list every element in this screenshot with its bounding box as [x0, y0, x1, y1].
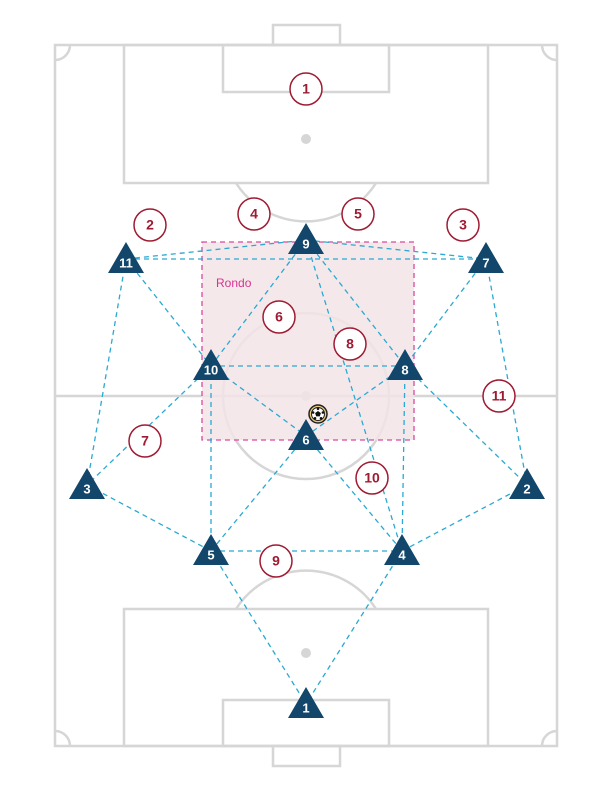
- defender-number: 7: [141, 433, 149, 449]
- attacker-number: 9: [302, 236, 309, 251]
- attackers: 1 2 3 4 5 6 7 8 9 10 11: [69, 223, 545, 718]
- bottom-penalty-spot: [301, 648, 311, 658]
- bottom-penalty-area: [122, 607, 490, 748]
- attacker-number: 10: [204, 362, 218, 377]
- attacker-triangle: [288, 687, 324, 718]
- defender-circle: [259, 544, 293, 578]
- defenders: 1 2 3 4 5 6 7 8 9 10 11: [128, 72, 516, 578]
- soccer-ball-icon[interactable]: [308, 404, 328, 424]
- attacker-triangle: [193, 349, 229, 380]
- attacker-triangle: [384, 534, 420, 565]
- pass-line: [485, 258, 528, 486]
- attacker-marker[interactable]: 1: [288, 687, 324, 718]
- attacker-marker[interactable]: 5: [193, 534, 229, 565]
- defender-number: 8: [346, 336, 354, 352]
- corner-arc-bottom-left: [54, 729, 72, 747]
- corner-arc-bottom-right: [540, 729, 558, 747]
- pass-line: [401, 484, 528, 552]
- attacker-number: 8: [401, 362, 408, 377]
- defender-marker[interactable]: 11: [482, 379, 516, 413]
- attacker-number: 7: [482, 255, 489, 270]
- pass-line: [401, 365, 406, 552]
- defender-number: 1: [302, 81, 310, 97]
- attacker-triangle: [288, 223, 324, 254]
- bottom-penalty-arc: [234, 569, 378, 610]
- defender-number: 3: [459, 217, 467, 233]
- pass-line: [210, 435, 307, 552]
- defender-number: 9: [272, 553, 280, 569]
- attacker-triangle: [193, 534, 229, 565]
- attacker-triangle: [468, 242, 504, 273]
- rondo-area: [201, 241, 415, 441]
- defender-number: 2: [146, 217, 154, 233]
- attacker-marker[interactable]: 3: [69, 468, 105, 499]
- defender-circle: [289, 72, 323, 106]
- attacker-marker[interactable]: 9: [288, 223, 324, 254]
- corner-arc-top-left: [54, 44, 72, 62]
- attacker-number: 5: [207, 547, 214, 562]
- attacker-marker[interactable]: 7: [468, 242, 504, 273]
- attacker-number: 1: [302, 700, 309, 715]
- bottom-goal: [271, 744, 342, 768]
- defender-number: 4: [250, 206, 258, 222]
- pass-line: [125, 239, 307, 260]
- rondo-zone: Rondo: [201, 241, 415, 441]
- defender-number: 6: [275, 309, 283, 325]
- attacker-number: 11: [119, 255, 133, 270]
- pass-line: [305, 239, 403, 552]
- attacker-triangle: [509, 468, 545, 499]
- defender-number: 10: [364, 470, 380, 486]
- defender-marker[interactable]: 1: [289, 72, 323, 106]
- attacker-triangle: [69, 468, 105, 499]
- defender-marker[interactable]: 5: [341, 197, 375, 231]
- top-goal: [271, 23, 342, 47]
- defender-marker[interactable]: 7: [128, 424, 162, 458]
- attacker-number: 6: [302, 432, 309, 447]
- top-penalty-area: [122, 43, 490, 185]
- defender-marker[interactable]: 10: [355, 461, 389, 495]
- attacker-number: 2: [523, 481, 530, 496]
- attacker-marker[interactable]: 4: [384, 534, 420, 565]
- defender-number: 5: [354, 206, 362, 222]
- defender-circle: [128, 424, 162, 458]
- defender-circle: [133, 208, 167, 242]
- defender-circle: [446, 208, 480, 242]
- pass-line: [125, 258, 212, 367]
- rondo-label: Rondo: [216, 276, 252, 290]
- attacker-marker[interactable]: 11: [108, 242, 144, 273]
- attacker-number: 3: [83, 481, 90, 496]
- pass-line: [305, 239, 487, 260]
- attacker-marker[interactable]: 6: [288, 419, 324, 450]
- defender-marker[interactable]: 2: [133, 208, 167, 242]
- attacker-marker[interactable]: 2: [509, 468, 545, 499]
- defender-circle: [262, 300, 296, 334]
- attacker-triangle: [288, 419, 324, 450]
- pass-line: [86, 484, 212, 552]
- attacker-marker[interactable]: 10: [193, 349, 229, 380]
- pass-line: [305, 435, 403, 552]
- defender-circle: [237, 197, 271, 231]
- defender-circle: [341, 197, 375, 231]
- defender-circle: [333, 327, 367, 361]
- defender-number: 11: [492, 388, 507, 404]
- attacker-number: 4: [398, 547, 406, 562]
- pass-line: [404, 258, 487, 367]
- defender-marker[interactable]: 8: [333, 327, 367, 361]
- corner-arc-top-right: [540, 44, 558, 62]
- attacker-triangle: [387, 349, 423, 380]
- pass-line: [210, 550, 307, 705]
- attacker-triangle: [108, 242, 144, 273]
- pass-line: [86, 258, 127, 486]
- defender-circle: [482, 379, 516, 413]
- pass-line: [404, 365, 528, 486]
- defender-marker[interactable]: 9: [259, 544, 293, 578]
- defender-marker[interactable]: 4: [237, 197, 271, 231]
- defender-marker[interactable]: 6: [262, 300, 296, 334]
- defender-circle: [355, 461, 389, 495]
- attacker-marker[interactable]: 8: [387, 349, 423, 380]
- defender-marker[interactable]: 3: [446, 208, 480, 242]
- top-penalty-spot: [301, 134, 311, 144]
- pass-line: [305, 550, 403, 705]
